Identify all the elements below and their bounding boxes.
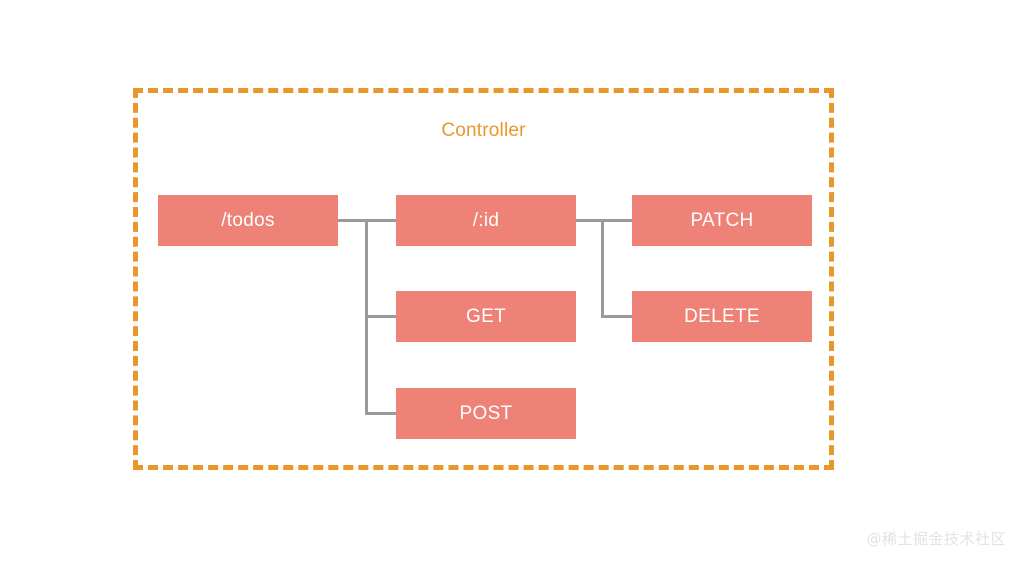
connector-id-to-delete [601, 315, 632, 318]
connector-todos-to-get [365, 315, 396, 318]
controller-group-border [133, 88, 834, 470]
connector-id-stub [576, 219, 604, 222]
node-todos[interactable]: /todos [158, 195, 338, 246]
node-id[interactable]: /:id [396, 195, 576, 246]
node-patch[interactable]: PATCH [632, 195, 812, 246]
watermark: @稀土掘金技术社区 [866, 530, 1006, 548]
connector-id-trunk [601, 219, 604, 317]
connector-todos-to-post [365, 412, 396, 415]
controller-group-title: Controller [441, 120, 526, 141]
node-post[interactable]: POST [396, 388, 576, 439]
node-delete[interactable]: DELETE [632, 291, 812, 342]
connector-id-to-patch [601, 219, 632, 222]
connector-todos-stub [338, 219, 368, 222]
connector-todos-to-id [365, 219, 396, 222]
node-get[interactable]: GET [396, 291, 576, 342]
